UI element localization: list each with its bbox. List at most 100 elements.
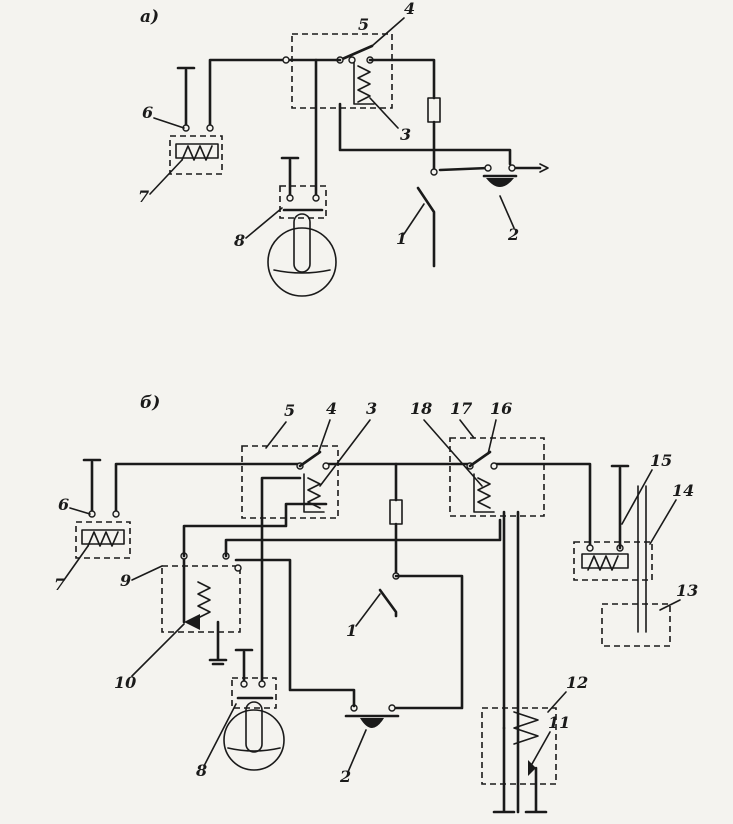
terminal: [586, 544, 594, 552]
leader: [203, 703, 237, 767]
wire-a-coil-return: [338, 102, 512, 166]
wire-b-horn-relay9: [234, 558, 356, 708]
wire-a-switch-horn: [438, 166, 490, 172]
contact-10: [184, 614, 200, 630]
sensor-14-coil: [587, 555, 619, 571]
leader: [131, 623, 185, 677]
leader: [487, 419, 497, 455]
link-14-13: [637, 485, 647, 633]
relay-12-housing: [481, 707, 557, 785]
terminal: [258, 680, 266, 688]
label-b-6: 6: [58, 495, 69, 514]
relay-5-housing: [241, 445, 339, 519]
leader: [423, 419, 483, 487]
float-8-fluid: [227, 747, 281, 752]
ground-8-a: [280, 156, 300, 198]
contact-11: [528, 760, 536, 776]
leader: [245, 207, 283, 239]
horn-2-b-body: [360, 718, 384, 728]
ground-6-a: [176, 66, 196, 130]
wire-b-relay9-to-18: [224, 518, 502, 558]
relay-18-core: [473, 473, 495, 513]
label-b-4: 4: [326, 399, 337, 418]
label-b-17: 17: [450, 399, 472, 418]
label-b-1: 1: [346, 621, 357, 640]
float-8-tank: [267, 227, 337, 297]
sensor-7-element: [81, 529, 125, 545]
terminal: [484, 164, 492, 172]
label-b-11: 11: [548, 713, 570, 732]
label-a-2: 2: [507, 225, 519, 244]
horn-2-a-body: [486, 178, 514, 187]
float-8-tank: [223, 709, 285, 771]
relay-3-core: [303, 473, 325, 513]
leader: [69, 507, 91, 515]
gauge-8-housing: [279, 185, 327, 219]
leader: [659, 599, 681, 611]
label-a-8: 8: [233, 231, 245, 250]
contact-16-lever: [468, 450, 492, 468]
leader: [371, 17, 405, 47]
relay-9-coil: [197, 581, 211, 619]
terminal: [240, 680, 248, 688]
label-b-9: 9: [120, 571, 131, 590]
diagram-a-title: а): [140, 7, 159, 27]
label-a-7: 7: [138, 187, 149, 206]
relay-17-housing: [449, 437, 545, 517]
terminal: [282, 56, 290, 64]
leader: [347, 729, 367, 773]
fuse-b: [389, 499, 403, 525]
terminal: [234, 564, 242, 572]
relay-12-coil: [513, 711, 539, 745]
leader: [149, 159, 183, 195]
leader: [369, 97, 399, 129]
leader: [63, 545, 89, 581]
wire-b-right-bus: [492, 462, 592, 550]
leader: [265, 421, 287, 449]
sensor-7-housing: [169, 135, 223, 175]
terminal: [206, 124, 214, 132]
leader: [355, 593, 381, 627]
sensor-7-housing: [75, 521, 131, 559]
leader: [649, 499, 677, 545]
float-8-body: [293, 213, 311, 273]
label-b-16: 16: [490, 399, 512, 418]
diagram-b-title: б): [140, 393, 160, 413]
sensor-7-coil: [87, 531, 119, 547]
contact-4-lever: [338, 44, 374, 62]
relay-9-housing: [161, 565, 241, 633]
label-a-3: 3: [400, 125, 411, 144]
leader: [547, 691, 567, 713]
label-a-5: 5: [358, 15, 369, 34]
unit-13-housing: [601, 603, 671, 647]
terminal: [286, 194, 294, 202]
ground-15: [610, 464, 630, 550]
label-a-1: 1: [396, 229, 407, 248]
label-b-14: 14: [672, 481, 694, 500]
terminal: [490, 462, 498, 470]
wire-b-switch-horn: [394, 574, 464, 710]
sensor-14-housing: [573, 541, 653, 581]
diagram-b: б): [54, 393, 698, 814]
leader: [531, 731, 551, 765]
leader: [153, 117, 185, 129]
leader: [459, 419, 475, 439]
terminal: [348, 56, 356, 64]
wire-b-relay9-top: [182, 502, 328, 558]
terminal: [112, 510, 120, 518]
leader: [621, 469, 653, 525]
ground-12: [492, 726, 516, 814]
sensor-7-element: [175, 143, 219, 159]
ground-6-b: [82, 458, 102, 514]
label-b-12: 12: [566, 673, 588, 692]
terminal: [322, 462, 330, 470]
sensor-7-coil: [181, 145, 213, 161]
label-b-3: 3: [366, 399, 377, 418]
gauge-8-housing: [231, 677, 277, 709]
arrow-icon: [539, 163, 549, 173]
leader: [131, 565, 163, 581]
label-b-15: 15: [650, 451, 672, 470]
label-b-5: 5: [284, 401, 295, 420]
leader: [403, 203, 425, 235]
